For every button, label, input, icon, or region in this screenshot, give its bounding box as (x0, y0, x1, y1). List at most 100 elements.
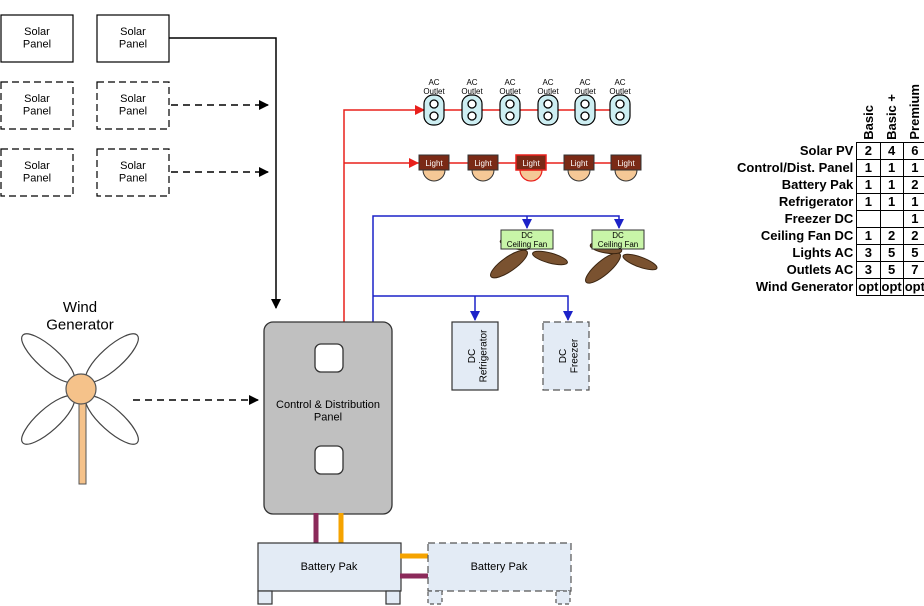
ac-light: Light (563, 154, 595, 182)
table-row: Freezer DC 1 (736, 210, 924, 228)
item-count (879, 210, 904, 228)
item-label: Control/Dist. Panel (737, 160, 854, 175)
panel-switch (314, 445, 344, 475)
item-count: 1 (902, 193, 924, 211)
dc-line-appliances (373, 295, 573, 321)
item-count: 1 (856, 227, 881, 245)
item-count: 1 (856, 176, 881, 194)
table-row: Lights AC 3 5 5 (736, 244, 924, 262)
table-row: Solar PV 2 4 6 (736, 142, 924, 160)
dc-freezer-label: DCFreezer (558, 338, 581, 373)
item-label: Freezer DC (784, 211, 854, 226)
item-count (856, 210, 881, 228)
solar-main-connector (169, 37, 281, 309)
dc-line-fans (372, 215, 624, 322)
ac-line-outlets (343, 105, 425, 322)
table-row: Control/Dist. Panel 1 1 1 (736, 159, 924, 177)
item-label: Refrigerator (778, 194, 854, 209)
ac-light: Light (467, 154, 499, 182)
item-count: 2 (902, 227, 924, 245)
ac-light-label: Light (617, 159, 635, 168)
item-count: opt (902, 278, 924, 296)
battery-pak-label: Battery Pak (301, 561, 358, 573)
item-count: 3 (856, 244, 881, 262)
table-row: Battery Pak 1 1 2 (736, 176, 924, 194)
item-label: Ceiling Fan DC (760, 228, 854, 243)
item-count: 1 (856, 193, 881, 211)
item-count: 4 (879, 142, 904, 160)
item-count: 1 (879, 159, 904, 177)
ac-light-group: Light Light Light Light Light (418, 154, 642, 182)
ac-light: Light (418, 154, 450, 182)
item-count: 6 (902, 142, 924, 160)
item-label: Outlets AC (786, 262, 854, 277)
ac-light-label: Light (474, 159, 492, 168)
item-label: Lights AC (792, 245, 854, 260)
item-count: 2 (856, 142, 881, 160)
item-count: opt (856, 278, 881, 296)
table-corner (736, 84, 857, 143)
item-count: 1 (879, 193, 904, 211)
ac-light-label: Light (570, 159, 588, 168)
table-row: Ceiling Fan DC 1 2 2 (736, 227, 924, 245)
item-label: Solar PV (799, 143, 854, 158)
item-count: 3 (856, 261, 881, 279)
battery-pak-label: Battery Pak (471, 561, 528, 573)
battery-pak-optional: Battery Pak (427, 542, 572, 605)
table-row: Wind Generator opt opt opt (736, 278, 924, 296)
package-header: Premium (907, 84, 923, 140)
item-count: 1 (879, 176, 904, 194)
item-label: Battery Pak (781, 177, 854, 192)
dc-freezer: DCFreezer (542, 321, 590, 391)
package-header: Basic (860, 105, 876, 140)
dc-refrigerator-label: DCRefrigerator (467, 329, 490, 382)
item-count: 2 (902, 176, 924, 194)
item-count: 5 (879, 261, 904, 279)
table-row: Refrigerator 1 1 1 (736, 193, 924, 211)
ac-light: Light (610, 154, 642, 182)
ac-light-label: Light (425, 159, 443, 168)
item-count: 1 (856, 159, 881, 177)
package-table: Basic Basic + Premium Solar PV 2 4 6 Con… (736, 84, 924, 296)
item-count: 7 (902, 261, 924, 279)
table-row: Outlets AC 3 5 7 (736, 261, 924, 279)
item-count: 1 (902, 159, 924, 177)
dc-refrigerator: DCRefrigerator (451, 321, 499, 391)
battery-pak: Battery Pak (257, 542, 402, 605)
item-count: 5 (902, 244, 924, 262)
wind-tower (78, 391, 87, 485)
ac-light: Light (515, 154, 547, 182)
ac-light-label: Light (522, 159, 540, 168)
